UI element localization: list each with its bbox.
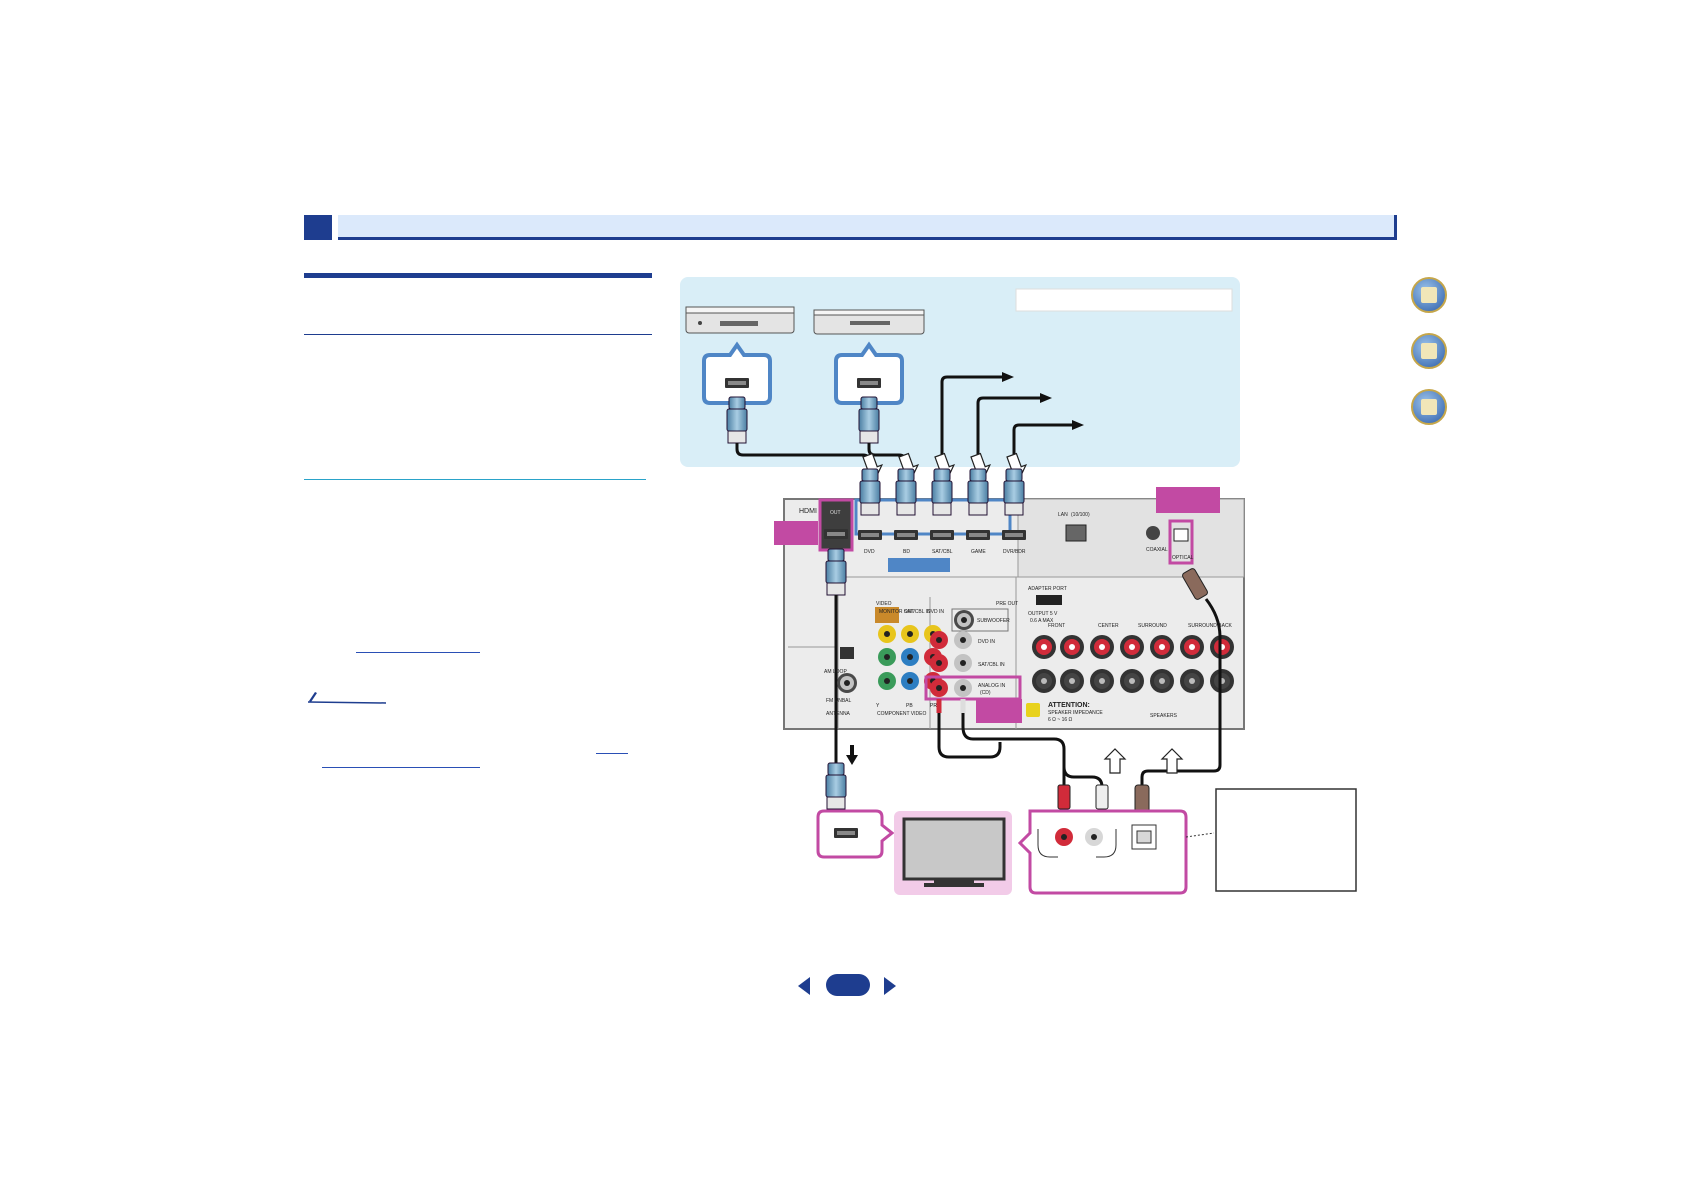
hdmi-input-label: DVD	[864, 549, 875, 555]
subwoofer-box	[951, 608, 1009, 632]
tv-note-box	[1215, 788, 1357, 892]
heading-rule	[304, 273, 652, 278]
section-title	[338, 218, 346, 234]
section-title-bar	[338, 215, 1397, 240]
red-rca-plug	[1057, 784, 1071, 810]
tv-hdmi-in	[816, 809, 895, 859]
speaker-group-label: SURROUND BACK	[1188, 623, 1233, 629]
hdmi-input-label: BD	[903, 549, 910, 555]
dvd-in-audio-label: DVD IN	[978, 639, 995, 645]
subheading-rule	[304, 334, 652, 335]
bd-player-hdmi-out	[702, 341, 772, 405]
tv-device	[894, 811, 1012, 895]
note-heading	[306, 690, 387, 704]
optical-jack	[1173, 528, 1189, 542]
lan-sub-label: (10/100)	[1071, 512, 1090, 518]
attention-value-label: 6 Ω ~ 16 Ω	[1048, 717, 1073, 723]
callout-leader	[1185, 832, 1215, 838]
panel-caption-box	[1015, 288, 1233, 312]
lan-jack	[1065, 524, 1087, 542]
optical-jack-highlight	[1168, 519, 1194, 565]
hdmi-input-label: GAME	[971, 549, 986, 555]
analog-in-jacks	[924, 675, 1022, 701]
lan-label: LAN	[1058, 512, 1068, 518]
page-link[interactable]	[356, 652, 480, 653]
speaker-group-label: FRONT	[1048, 623, 1065, 629]
section-number-box	[304, 215, 332, 240]
hdmi-out-jack	[818, 498, 854, 552]
note-icon	[307, 692, 387, 704]
speaker-group-label: CENTER	[1098, 623, 1119, 629]
tv-audio-outputs	[1017, 809, 1188, 895]
component-y-label: Y	[876, 703, 880, 709]
optical-label: OPTICAL	[1172, 555, 1194, 561]
satcbl-in-label: SAT/CBL IN	[904, 609, 931, 615]
connection-diagram-svg: HDMI DVD BD SAT/CBL GAME DVR/BDR OUT LAN…	[680, 277, 1357, 895]
dvd-player-hdmi-out	[834, 341, 904, 405]
adapter-current-label: 0.6 A MAX	[1030, 618, 1054, 624]
help-faq-icon[interactable]	[1411, 389, 1447, 425]
analog-in-label: ANALOG IN	[978, 683, 1006, 689]
component-pb-label: PB	[906, 703, 913, 709]
antenna-label: ANTENNA	[826, 711, 851, 717]
adapter-port	[1036, 595, 1062, 605]
hdmi-input-label: DVR/BDR	[1003, 549, 1026, 555]
subwoofer-label: SUBWOOFER	[977, 618, 1010, 624]
antenna-am-jack	[840, 647, 854, 659]
page-link[interactable]	[596, 753, 628, 754]
monitor-out-label: MONITOR OUT	[879, 609, 914, 615]
hdmi-out-callout	[774, 521, 818, 545]
dvd-player-device	[813, 309, 925, 335]
caution-icon	[1026, 703, 1040, 717]
attention-sub-label: SPEAKER IMPEDANCE	[1048, 710, 1103, 716]
page-link[interactable]	[322, 767, 480, 768]
bd-player-device	[685, 306, 795, 334]
speakers-label: SPEAKERS	[1150, 713, 1178, 719]
dvd-in-label: DVD IN	[927, 609, 944, 615]
am-loop-label: AM LOOP	[824, 669, 847, 675]
attention-label: ATTENTION:	[1048, 702, 1090, 709]
manual-book-icon[interactable]	[1411, 277, 1447, 313]
component-video-label: COMPONENT VIDEO	[877, 711, 926, 717]
down-arrow-icon	[846, 745, 858, 765]
remote-control-icon[interactable]	[1411, 333, 1447, 369]
fm-label: FM UNBAL	[826, 698, 852, 704]
previous-page-arrow-icon[interactable]	[798, 977, 810, 995]
cd-label: (CD)	[980, 690, 991, 696]
satcbl-in-audio-label: SAT/CBL IN	[978, 662, 1005, 668]
component-pr-label: PR	[930, 703, 937, 709]
subsection-rule	[304, 479, 646, 480]
connection-diagram: HDMI DVD BD SAT/CBL GAME DVR/BDR OUT LAN…	[680, 277, 1384, 897]
white-rca-plug	[1095, 784, 1109, 810]
speaker-group-label: SURROUND	[1138, 623, 1167, 629]
pre-out-label: PRE OUT	[996, 601, 1018, 607]
video-label: VIDEO	[876, 601, 892, 607]
adapter-output-label: OUTPUT 5 V	[1028, 611, 1058, 617]
coaxial-label: COAXIAL	[1146, 547, 1168, 553]
hdmi-label: HDMI	[799, 508, 817, 515]
next-page-arrow-icon[interactable]	[884, 977, 896, 995]
page-number-button[interactable]	[826, 974, 870, 996]
optical-plug	[1182, 568, 1208, 600]
optical-callout	[1156, 487, 1220, 513]
hdmi-out-label: OUT	[830, 510, 841, 516]
monitor-out-tag	[875, 607, 899, 623]
adapter-port-label: ADAPTER PORT	[1028, 586, 1067, 592]
analog-in-callout	[976, 699, 1022, 723]
coaxial-jack	[1146, 526, 1160, 540]
hdmi-input-label: SAT/CBL	[932, 549, 953, 555]
